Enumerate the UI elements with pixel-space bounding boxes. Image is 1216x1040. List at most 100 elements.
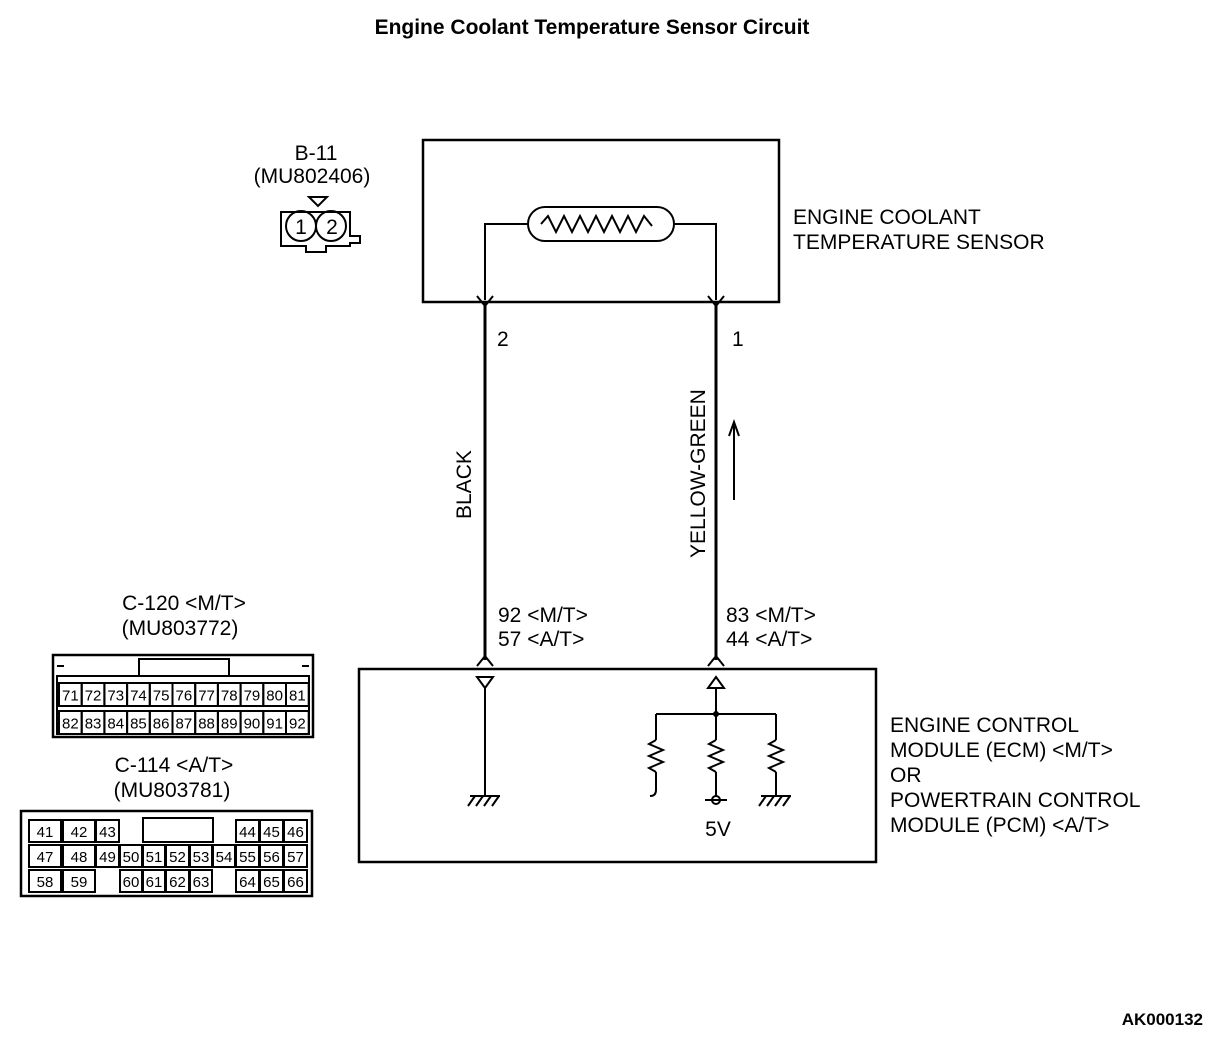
- c114-pin-61: 61: [146, 874, 163, 891]
- page-title: Engine Coolant Temperature Sensor Circui…: [375, 16, 810, 39]
- c114-pin-42: 42: [71, 824, 88, 841]
- module-label-line3: OR: [890, 764, 922, 787]
- c120-pin-74: 74: [130, 688, 147, 705]
- wire-black: 2 BLACK 92 <M/T> 57 <A/T>: [453, 295, 588, 667]
- wire-yg-color: YELLOW-GREEN: [687, 389, 710, 558]
- c120-pin-89: 89: [221, 716, 238, 733]
- wire-black-term-mt: 92 <M/T>: [498, 604, 588, 627]
- c120-pin-84: 84: [107, 716, 124, 733]
- c114-pin-45: 45: [263, 824, 280, 841]
- wire-black-color: BLACK: [453, 450, 476, 519]
- c114-pin-66-cell: [283, 869, 308, 893]
- c114-pin-41: 41: [37, 824, 54, 841]
- c114-pin-60: 60: [123, 874, 140, 891]
- c114-pin-66: 66: [287, 874, 304, 891]
- resistor-icon-2: [706, 739, 726, 773]
- connector-b11-pin-2: [315, 210, 347, 242]
- input-terminal-icon: [706, 675, 726, 689]
- module-label-line5: MODULE (PCM) <A/T>: [890, 814, 1109, 837]
- c114-pin-59-cell: [62, 869, 96, 893]
- c114-pin-46: 46: [287, 824, 304, 841]
- c120-pin-75: 75: [153, 688, 170, 705]
- c114-pin-58: 58: [37, 874, 54, 891]
- c114-pin-47-cell: [28, 844, 62, 868]
- c114-pin-62: 62: [169, 874, 186, 891]
- pin-1-terminal-icon: [707, 295, 725, 308]
- control-module: 5V ENGINE CONTROL MODULE (ECM) <M/T> OR …: [357, 667, 1140, 864]
- c120-pin-88: 88: [198, 716, 215, 733]
- c120-pin-71: 71: [62, 688, 79, 705]
- wire-yg-term-mt: 83 <M/T>: [726, 604, 816, 627]
- c114-pin-63-cell: [189, 869, 213, 893]
- connector-c120-part: (MU803772): [122, 617, 239, 640]
- thermistor-zigzag: [540, 213, 653, 235]
- svg-text:2: 2: [326, 216, 338, 239]
- c114-pin-65: 65: [263, 874, 280, 891]
- c120-pin-83: 83: [85, 716, 102, 733]
- c114-pin-52: 52: [169, 849, 186, 866]
- svg-text:1: 1: [295, 216, 307, 239]
- wire-black-pin: 2: [497, 328, 509, 351]
- connector-c114-id: C-114 <A/T>: [115, 754, 234, 777]
- resistor-icon-3: [766, 739, 786, 773]
- wire-yg-term-at: 44 <A/T>: [726, 628, 812, 651]
- c114-pin-55: 55: [239, 849, 256, 866]
- c120-pin-90: 90: [244, 716, 261, 733]
- c120-pin-77: 77: [198, 688, 215, 705]
- resistor-icon-1: [646, 739, 666, 773]
- supply-voltage: 5V: [705, 818, 731, 841]
- c114-pin-43-cell: [95, 819, 120, 843]
- ecm-terminal-right-icon: [707, 654, 725, 667]
- sensor-label-line1: ENGINE COOLANT: [793, 206, 981, 229]
- c114-pin-44: 44: [239, 824, 256, 841]
- c114-pin-46-cell: [283, 819, 308, 843]
- open-end-icon: [649, 789, 657, 797]
- wire-black-term-at: 57 <A/T>: [498, 628, 584, 651]
- ground-terminal-icon: [475, 676, 495, 690]
- sensor-label-line2: TEMPERATURE SENSOR: [793, 231, 1045, 254]
- c114-pin-49: 49: [99, 849, 116, 866]
- figure-code: AK000132: [1122, 1010, 1203, 1029]
- module-label-line1: ENGINE CONTROL: [890, 714, 1079, 737]
- c114-pin-56: 56: [263, 849, 280, 866]
- c120-pin-86: 86: [153, 716, 170, 733]
- c120-pin-76: 76: [176, 688, 193, 705]
- c114-pin-57-cell: [283, 844, 308, 868]
- c120-pin-81-cell: [285, 682, 310, 707]
- connector-c120-id: C-120 <M/T>: [122, 592, 246, 615]
- connector-b11-id: B-11: [295, 142, 338, 165]
- c120-pin-80: 80: [266, 688, 283, 705]
- wire-yellow-green: 1 YELLOW-GREEN 83 <M/T> 44 <A/T>: [687, 295, 816, 667]
- pin-2-terminal-icon: [476, 295, 494, 308]
- c114-pin-53: 53: [193, 849, 210, 866]
- connector-b11-icon: 1 2: [280, 196, 361, 253]
- c120-pin-87: 87: [176, 716, 193, 733]
- c120-pin-82: 82: [62, 716, 79, 733]
- c114-pin-57: 57: [287, 849, 304, 866]
- c120-pin-81: 81: [289, 688, 306, 705]
- connector-b11: B-11 (MU802406) 1 2: [254, 142, 371, 253]
- coolant-temperature-sensor: ENGINE COOLANT TEMPERATURE SENSOR: [421, 138, 1045, 304]
- ground-icon-left: [467, 795, 500, 807]
- ground-icon-right: [758, 795, 791, 807]
- c114-pin-54: 54: [216, 849, 233, 866]
- c120-pin-92-cell: [285, 710, 310, 735]
- c114-pin-48: 48: [71, 849, 88, 866]
- connector-c114-part: (MU803781): [114, 779, 231, 802]
- c114-pin-50: 50: [123, 849, 140, 866]
- c114-pin-63: 63: [193, 874, 210, 891]
- c120-pin-85: 85: [130, 716, 147, 733]
- current-direction-arrow-icon: [728, 419, 740, 500]
- c120-pin-73: 73: [107, 688, 124, 705]
- c114-pin-41-cell: [28, 819, 62, 843]
- c120-pin-72: 72: [85, 688, 102, 705]
- wire-yg-pin: 1: [732, 328, 744, 351]
- c114-pin-64: 64: [239, 874, 256, 891]
- connector-b11-part: (MU802406): [254, 165, 371, 188]
- c120-pin-78: 78: [221, 688, 238, 705]
- supply-terminal-icon: [711, 795, 721, 805]
